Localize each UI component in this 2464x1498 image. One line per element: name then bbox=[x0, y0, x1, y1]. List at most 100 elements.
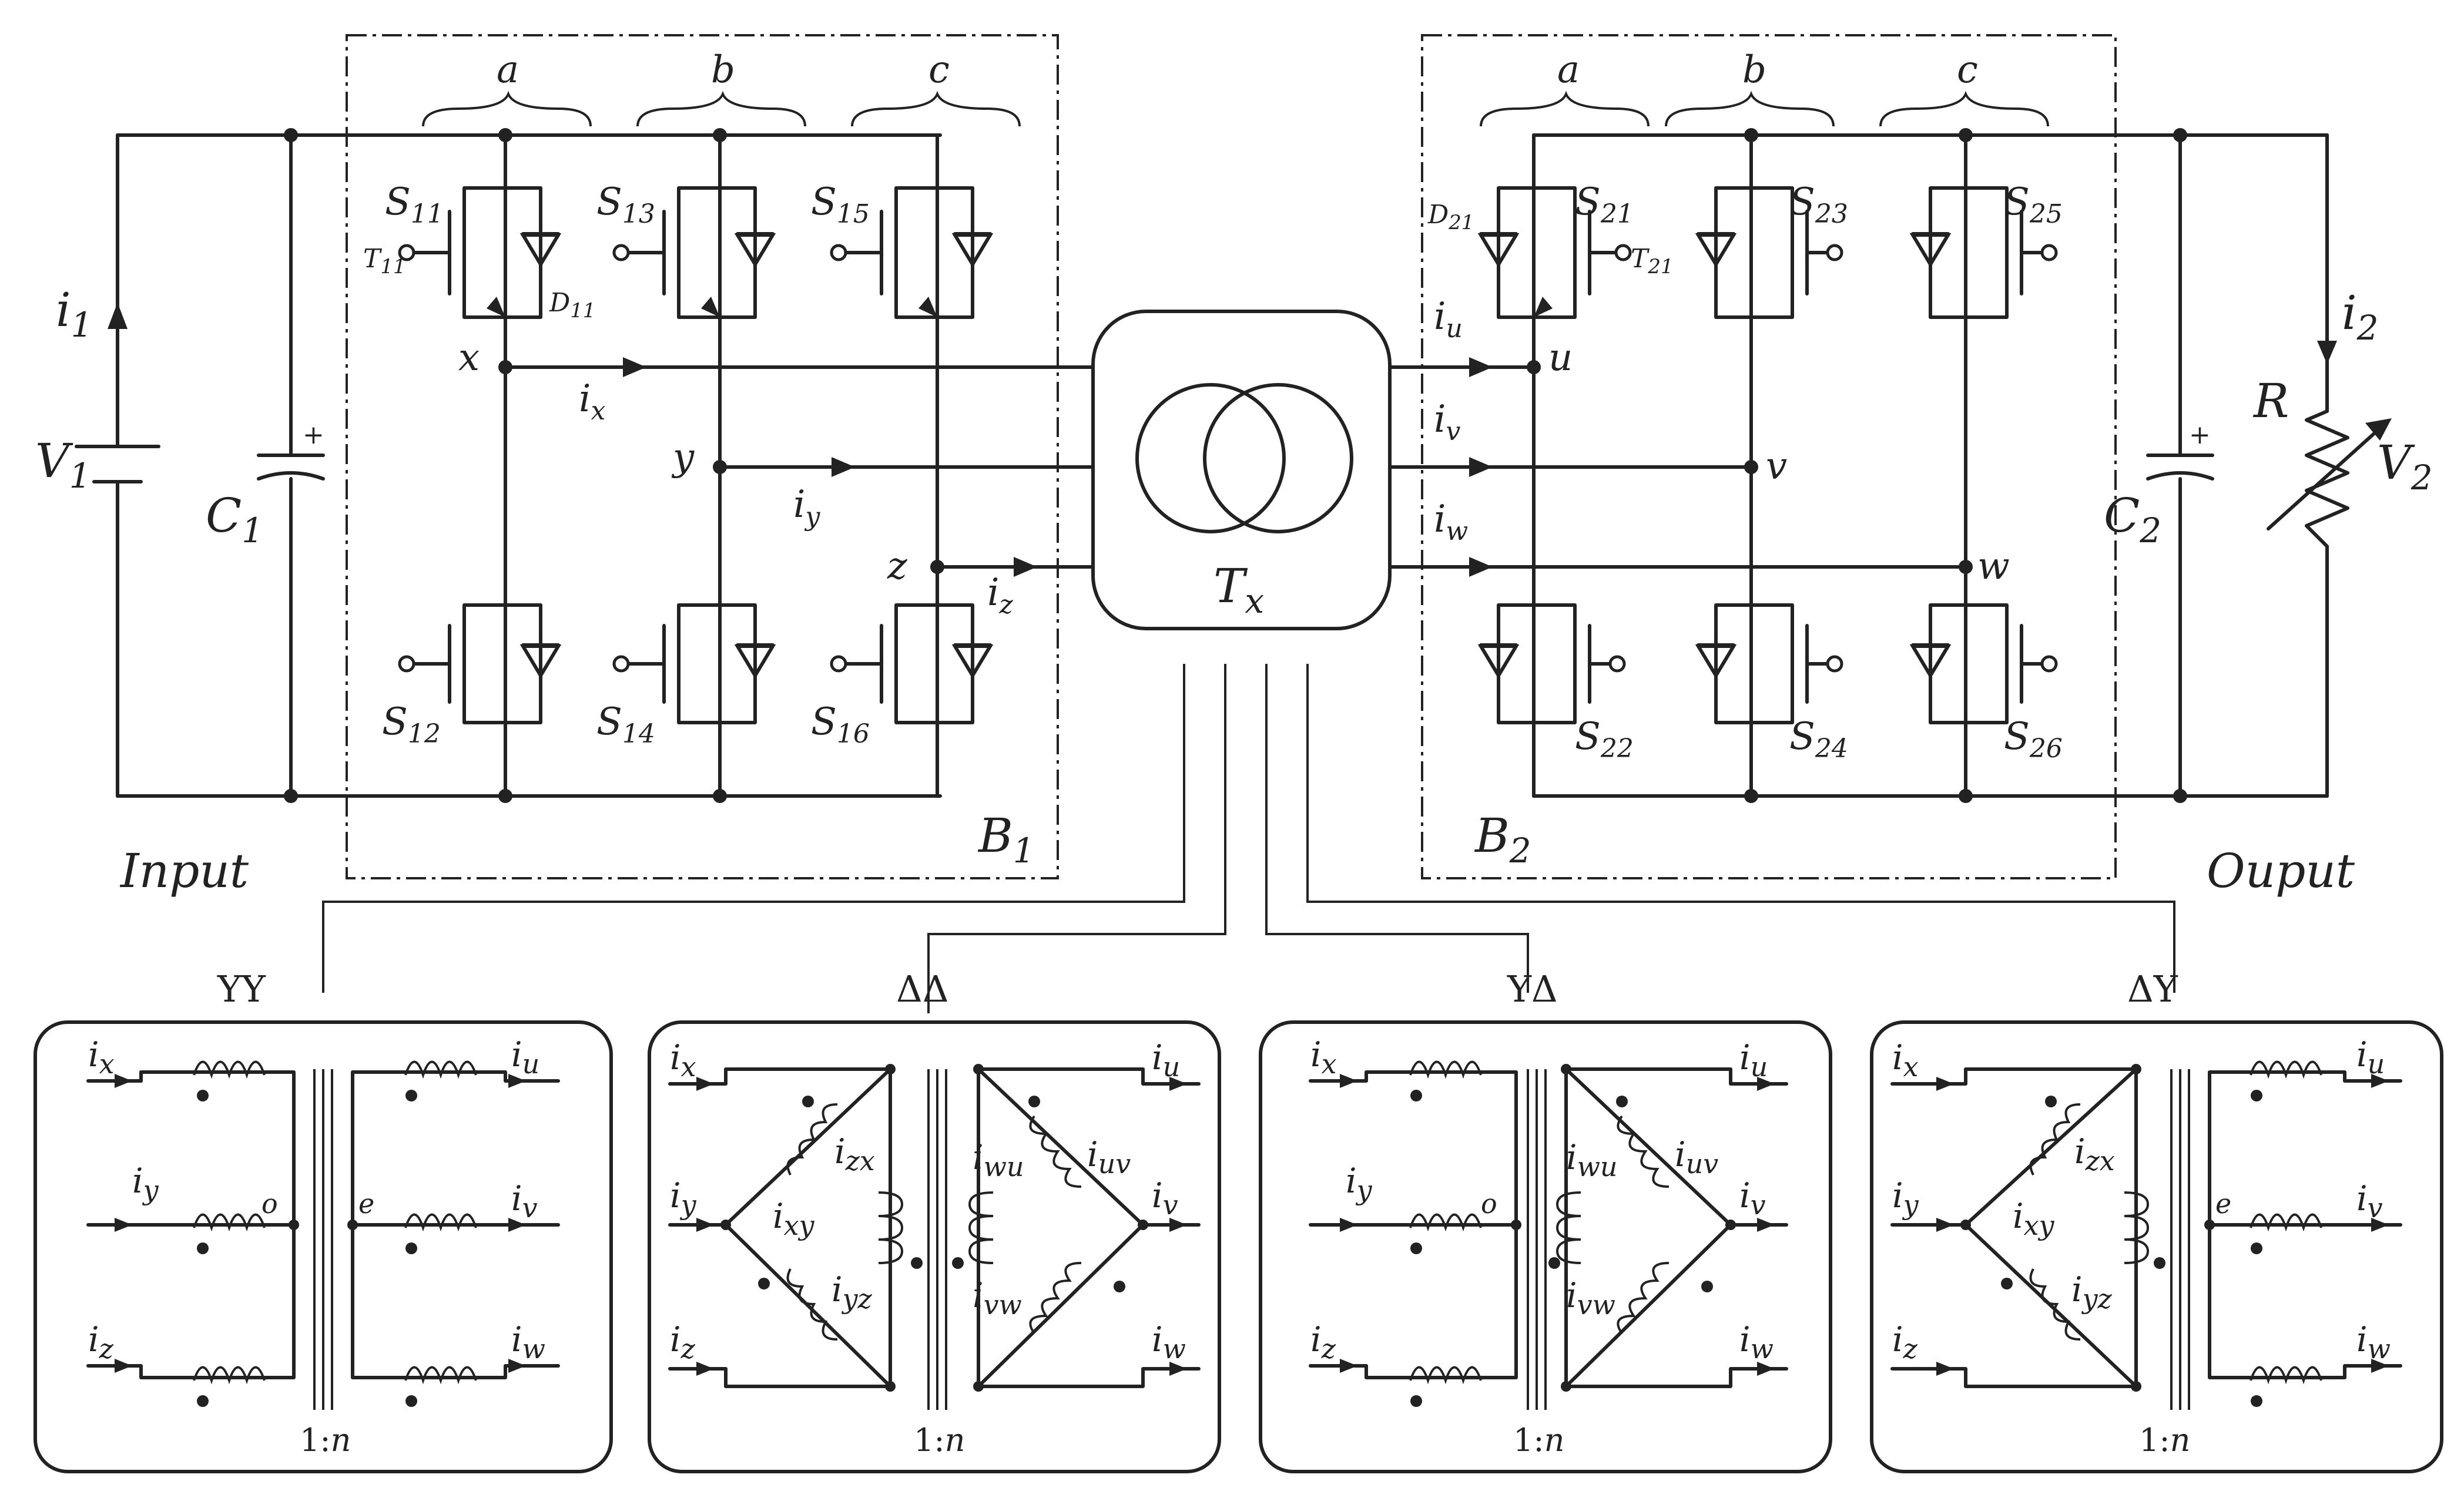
output-voltage-label: V2 bbox=[2377, 435, 2433, 498]
input-current-label: i1 bbox=[56, 283, 93, 345]
config-yd-title: YΔ bbox=[1507, 968, 1558, 1010]
transformer-winding-2 bbox=[1203, 383, 1353, 533]
dd-iwu: iwu bbox=[973, 1137, 1024, 1183]
switch-s13 bbox=[612, 186, 776, 319]
b1-leg-c: c bbox=[928, 48, 950, 92]
dd-iy: iy bbox=[670, 1175, 697, 1221]
dy-iv: iv bbox=[2356, 1178, 2383, 1224]
b1-leg-b: b bbox=[711, 48, 735, 92]
dd-ratio: 1:n bbox=[914, 1422, 965, 1459]
yy-iu: iu bbox=[511, 1035, 539, 1080]
node-u: u bbox=[1548, 336, 1573, 379]
dd-iz: iz bbox=[670, 1319, 696, 1365]
t11-label: T11 bbox=[363, 244, 406, 278]
yd-iu: iu bbox=[1739, 1037, 1768, 1083]
current-iz: iz bbox=[987, 571, 1013, 620]
config-dd bbox=[648, 1020, 1221, 1473]
yd-iuv: iuv bbox=[1675, 1134, 1718, 1180]
t21-label: T21 bbox=[1631, 244, 1674, 278]
dy-iz: iz bbox=[1892, 1319, 1918, 1365]
b1-phase-lines bbox=[504, 357, 1095, 577]
b2-leg-a: a bbox=[1557, 48, 1580, 92]
current-iv: iv bbox=[1434, 398, 1460, 446]
dy-iy: iy bbox=[1892, 1175, 1919, 1221]
switch-s14 bbox=[612, 603, 776, 724]
b2-leg-b: b bbox=[1742, 48, 1766, 92]
dd-iuv: iuv bbox=[1087, 1134, 1131, 1180]
switch-s16 bbox=[830, 603, 994, 724]
bridge-b1-braces bbox=[422, 90, 1021, 127]
dd-iyz: iyz bbox=[832, 1269, 873, 1315]
dd-iu: iu bbox=[1152, 1037, 1180, 1083]
output-current-label: i2 bbox=[2342, 286, 2379, 348]
config-yy-title: YY bbox=[217, 968, 266, 1010]
dy-iu: iu bbox=[2356, 1035, 2385, 1080]
node-z: z bbox=[887, 545, 908, 588]
config-yd bbox=[1259, 1020, 1832, 1473]
current-ix: ix bbox=[579, 377, 605, 426]
source-voltage-label: V1 bbox=[35, 434, 91, 496]
resistor-zigzag bbox=[2305, 409, 2349, 548]
config-dy bbox=[1870, 1020, 2443, 1473]
node-x: x bbox=[458, 336, 480, 379]
yd-iy: iy bbox=[1346, 1161, 1373, 1206]
variable-arrow-line bbox=[2267, 421, 2388, 530]
arrow-down-icon bbox=[2317, 341, 2337, 364]
dy-iyz: iyz bbox=[2071, 1269, 2113, 1315]
yd-iv: iv bbox=[1739, 1175, 1766, 1221]
switch-s22 bbox=[1477, 603, 1626, 724]
current-iw: iw bbox=[1434, 498, 1468, 546]
node-w: w bbox=[1977, 545, 2010, 588]
switch-s24 bbox=[1695, 603, 1843, 724]
s16-label: S16 bbox=[811, 700, 870, 749]
config-yy bbox=[33, 1020, 613, 1473]
switch-s12 bbox=[398, 603, 562, 724]
s13-label: S13 bbox=[596, 180, 655, 229]
d21-label: D21 bbox=[1427, 200, 1474, 234]
config-dy-title: ΔY bbox=[2127, 968, 2178, 1010]
s11-label: S11 bbox=[385, 180, 444, 229]
yy-node-o: o bbox=[262, 1188, 278, 1220]
yd-ratio: 1:n bbox=[1513, 1422, 1564, 1459]
bridge-b2-braces bbox=[1480, 90, 2049, 127]
arrow-up-icon bbox=[108, 303, 128, 329]
node-v: v bbox=[1766, 445, 1787, 488]
yd-iz: iz bbox=[1310, 1319, 1336, 1365]
bridge-b1-label: B1 bbox=[977, 808, 1035, 871]
switch-s23 bbox=[1695, 186, 1843, 319]
bridge-b2-frame bbox=[1421, 34, 2117, 879]
dy-iw: iw bbox=[2356, 1319, 2391, 1365]
bridge-b1-frame bbox=[346, 34, 1059, 879]
s21-label: S21 bbox=[1575, 180, 1634, 229]
input-label: Input bbox=[119, 844, 249, 898]
transformer-box bbox=[1091, 310, 1392, 630]
b1-leg-a: a bbox=[497, 48, 519, 92]
s12-label: S12 bbox=[382, 700, 441, 749]
dy-ix: ix bbox=[1892, 1037, 1919, 1083]
output-circuit: + bbox=[2146, 128, 2392, 803]
dd-ixy: ixy bbox=[773, 1196, 815, 1241]
s24-label: S24 bbox=[1789, 715, 1848, 764]
transformer-winding-1 bbox=[1135, 383, 1286, 533]
b2-leg-c: c bbox=[1957, 48, 1978, 92]
yy-ratio: 1:n bbox=[300, 1422, 351, 1459]
yd-ivw: ivw bbox=[1566, 1275, 1615, 1321]
yy-iw: iw bbox=[511, 1319, 545, 1365]
switch-s15 bbox=[830, 186, 994, 319]
cap-plus-sign: + bbox=[303, 420, 324, 450]
switch-s11 bbox=[398, 186, 562, 319]
transformer-label: Tx bbox=[1213, 559, 1264, 621]
dy-node-e: e bbox=[2215, 1188, 2231, 1220]
dd-ix: ix bbox=[670, 1037, 696, 1083]
current-iu: iu bbox=[1434, 295, 1463, 344]
output-label: Ouput bbox=[2207, 844, 2355, 898]
dd-izx: izx bbox=[834, 1131, 875, 1177]
load-label: R bbox=[2252, 374, 2289, 428]
input-circuit: + bbox=[75, 128, 942, 803]
yd-iwu: iwu bbox=[1566, 1137, 1618, 1183]
current-iy: iy bbox=[793, 483, 820, 532]
b2-phase-lines bbox=[1388, 357, 1967, 577]
yd-iw: iw bbox=[1739, 1319, 1774, 1365]
dd-ivw: ivw bbox=[973, 1275, 1022, 1321]
